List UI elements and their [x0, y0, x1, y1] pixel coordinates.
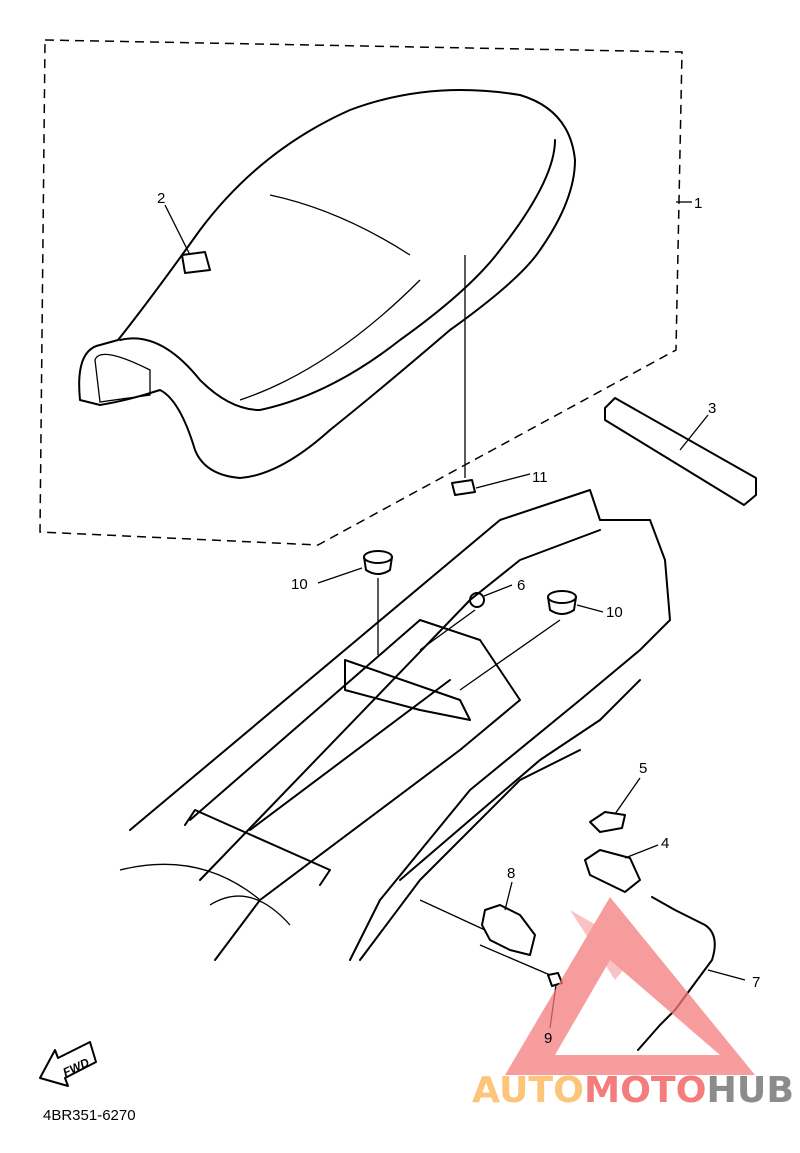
- logo-auto: AUTO: [472, 1070, 584, 1111]
- callout-7: 7: [752, 974, 760, 991]
- callout-1: 1: [694, 195, 702, 212]
- leader-10b: [576, 604, 604, 613]
- seat-frame: [119, 489, 671, 961]
- callout-11: 11: [532, 469, 548, 486]
- callout-3: 3: [708, 400, 716, 417]
- fwd-arrow-icon: FWD: [39, 1041, 97, 1087]
- part-code: 4BR351-6270: [43, 1107, 136, 1124]
- seat-assembly-boundary: [39, 39, 683, 546]
- leader-7: [707, 969, 746, 981]
- part-6-nut: [469, 592, 485, 608]
- callout-4: 4: [661, 835, 669, 852]
- callout-5: 5: [639, 760, 647, 777]
- automotohub-logo: [505, 897, 755, 1075]
- callout-6: 6: [517, 577, 525, 594]
- leader-5: [614, 777, 641, 815]
- seat: [78, 89, 576, 479]
- callout-2: 2: [157, 190, 165, 207]
- logo-moto: MOTO: [584, 1070, 707, 1111]
- leader-10a: [317, 567, 363, 584]
- fwd-label: FWD: [61, 1055, 92, 1079]
- part-11-pad: [451, 479, 476, 496]
- leader-4: [624, 844, 659, 859]
- leader-3: [679, 414, 709, 451]
- leader-6: [483, 584, 513, 597]
- logo-text: AUTOMOTOHUB: [472, 1070, 794, 1111]
- leader-8: [504, 881, 513, 911]
- part-4-bracket: [584, 849, 641, 893]
- part-5-plate: [589, 811, 626, 833]
- callout-9: 9: [544, 1030, 552, 1047]
- callout-8: 8: [507, 865, 515, 882]
- callout-10-right: 10: [606, 604, 623, 621]
- part-10-grommet-left: [363, 550, 393, 655]
- logo-hub: HUB: [707, 1070, 794, 1111]
- callout-10-left: 10: [291, 576, 308, 593]
- part-3-strip: [604, 397, 757, 506]
- leader-11: [475, 473, 531, 489]
- part-7-cable: [637, 896, 716, 1051]
- leader-2: [164, 204, 191, 256]
- part-8-seat-lock: [481, 904, 536, 956]
- part-10-grommet-right: [459, 590, 577, 691]
